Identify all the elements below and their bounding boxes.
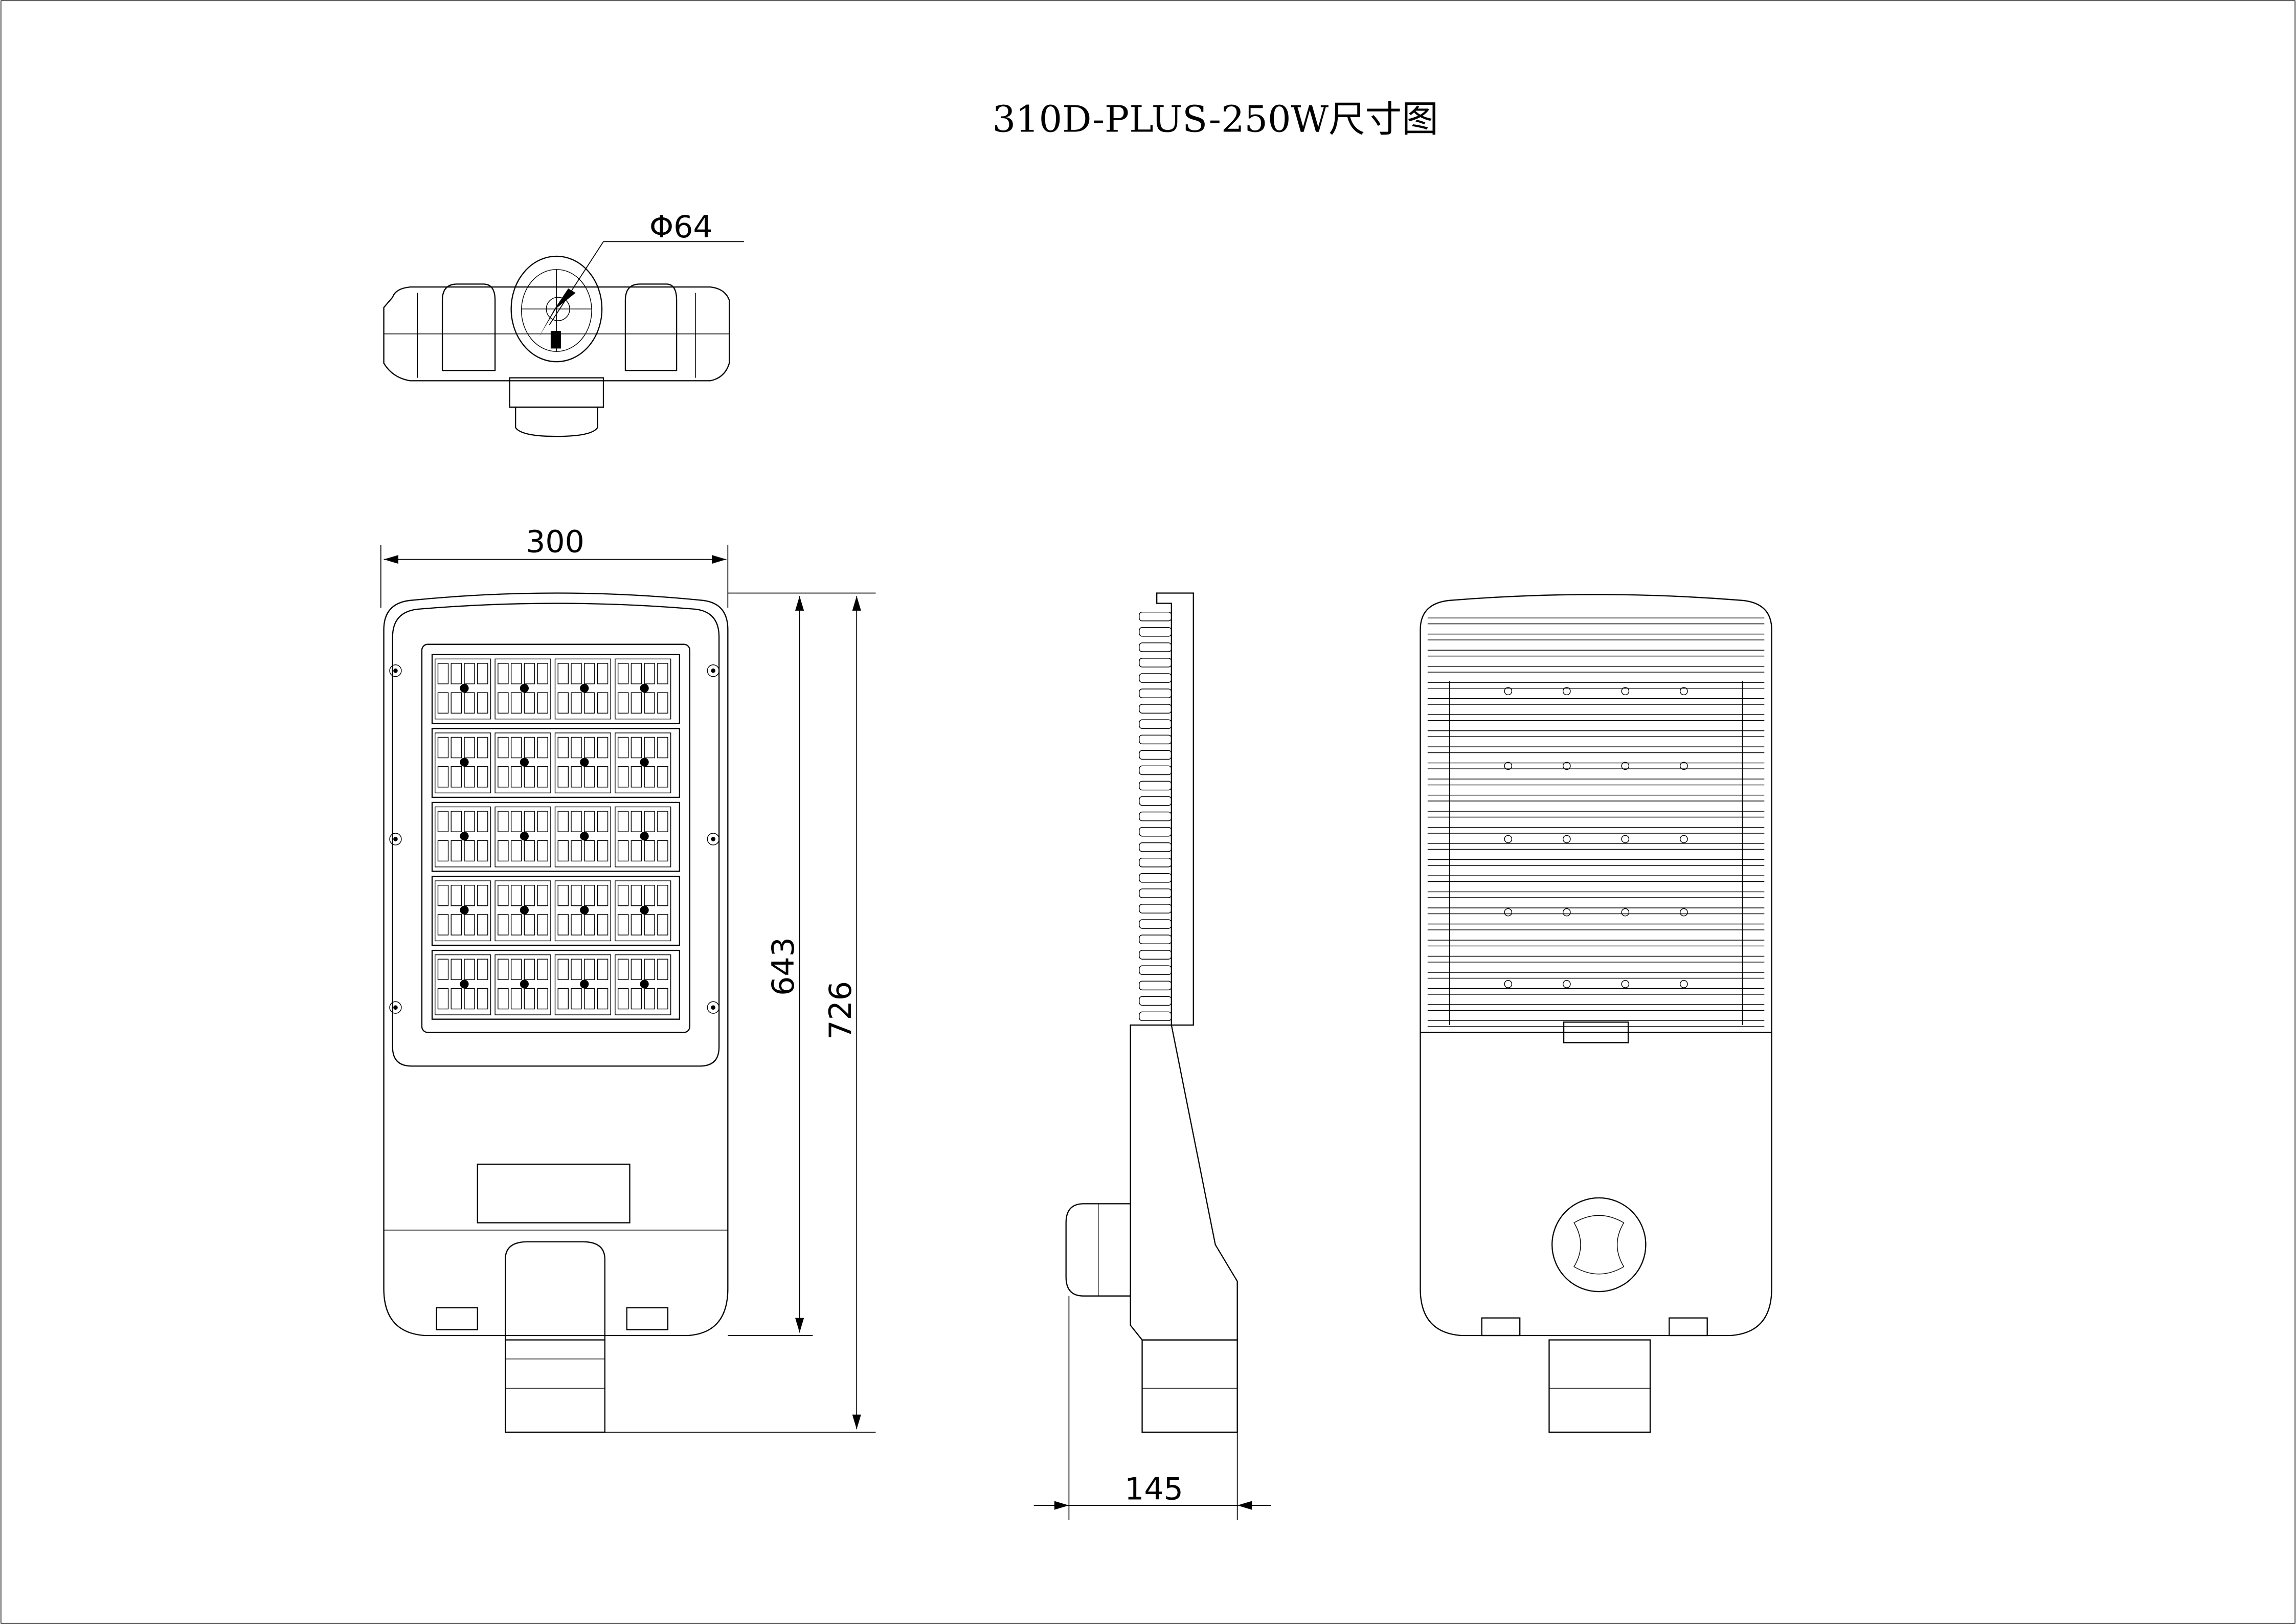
led-module <box>615 732 671 793</box>
back-view <box>1420 594 1772 1433</box>
depth-dimension: 145 <box>1124 1472 1183 1507</box>
front-view: 300 643 726 <box>380 524 876 1433</box>
heat-fin <box>1139 704 1172 714</box>
led-row <box>431 654 681 724</box>
led-module <box>615 806 671 867</box>
led-module <box>554 806 612 867</box>
screw-icon <box>707 833 719 846</box>
heat-fin <box>1139 811 1172 821</box>
screw-icon <box>389 1001 402 1014</box>
led-module <box>494 658 551 720</box>
led-array <box>431 654 681 1020</box>
led-module <box>494 954 551 1015</box>
heat-fin <box>1139 673 1172 683</box>
led-module <box>435 880 491 942</box>
led-module <box>435 658 491 720</box>
heat-fin <box>1139 735 1172 745</box>
led-module <box>435 954 491 1015</box>
led-module <box>554 880 612 942</box>
heat-fin <box>1139 935 1172 944</box>
heat-fin <box>1139 904 1172 914</box>
led-module <box>615 658 671 720</box>
led-module <box>494 880 551 942</box>
led-length-dimension: 643 <box>766 937 801 996</box>
heat-fin <box>1139 719 1172 729</box>
led-row <box>431 949 681 1020</box>
heat-fin <box>1139 919 1172 929</box>
led-module <box>615 880 671 942</box>
side-view: 145 <box>1033 592 1271 1520</box>
clamp-left <box>441 283 496 371</box>
side-connector <box>1065 1203 1131 1297</box>
top-view: Φ64 <box>383 209 744 437</box>
heat-fin <box>1139 627 1172 637</box>
heat-fin <box>1139 658 1172 668</box>
drawing-title: 310D-PLUS-250W尺寸图 <box>993 98 1438 141</box>
heat-fin <box>1139 981 1172 991</box>
heat-fin <box>1139 827 1172 837</box>
led-module <box>435 732 491 793</box>
diameter-leader <box>549 241 744 326</box>
screw-icon <box>707 664 719 677</box>
led-row <box>431 802 681 872</box>
led-module <box>554 732 612 793</box>
led-row <box>431 728 681 798</box>
heat-fin <box>1139 842 1172 852</box>
heat-fin <box>1139 857 1172 867</box>
heat-fin <box>1139 688 1172 698</box>
led-module <box>494 732 551 793</box>
diameter-label: Φ64 <box>649 209 713 245</box>
heat-fin <box>1139 996 1172 1006</box>
back-pole-ring <box>1551 1197 1647 1293</box>
pole-circle <box>510 255 603 363</box>
screw-icon <box>389 833 402 846</box>
heat-fin <box>1139 611 1172 621</box>
width-dimension: 300 <box>526 524 584 560</box>
heat-fin <box>1139 750 1172 760</box>
led-module <box>435 806 491 867</box>
heat-fin <box>1139 765 1172 775</box>
led-row <box>431 876 681 946</box>
screw-icon <box>707 1001 719 1014</box>
heat-fin <box>1139 888 1172 898</box>
total-length-dimension: 726 <box>823 981 859 1040</box>
heat-fin <box>1139 873 1172 883</box>
screw-icon <box>389 664 402 677</box>
led-module <box>554 954 612 1015</box>
heat-fin <box>1139 642 1172 652</box>
label-plate <box>477 1163 631 1223</box>
led-module <box>615 954 671 1015</box>
clamp-right <box>624 283 678 371</box>
heat-fin <box>1139 781 1172 791</box>
heat-fin <box>1139 796 1172 806</box>
heat-fin <box>1139 965 1172 975</box>
heat-fin <box>1139 1011 1172 1021</box>
led-module <box>554 658 612 720</box>
led-module <box>494 806 551 867</box>
heat-fin <box>1139 950 1172 960</box>
